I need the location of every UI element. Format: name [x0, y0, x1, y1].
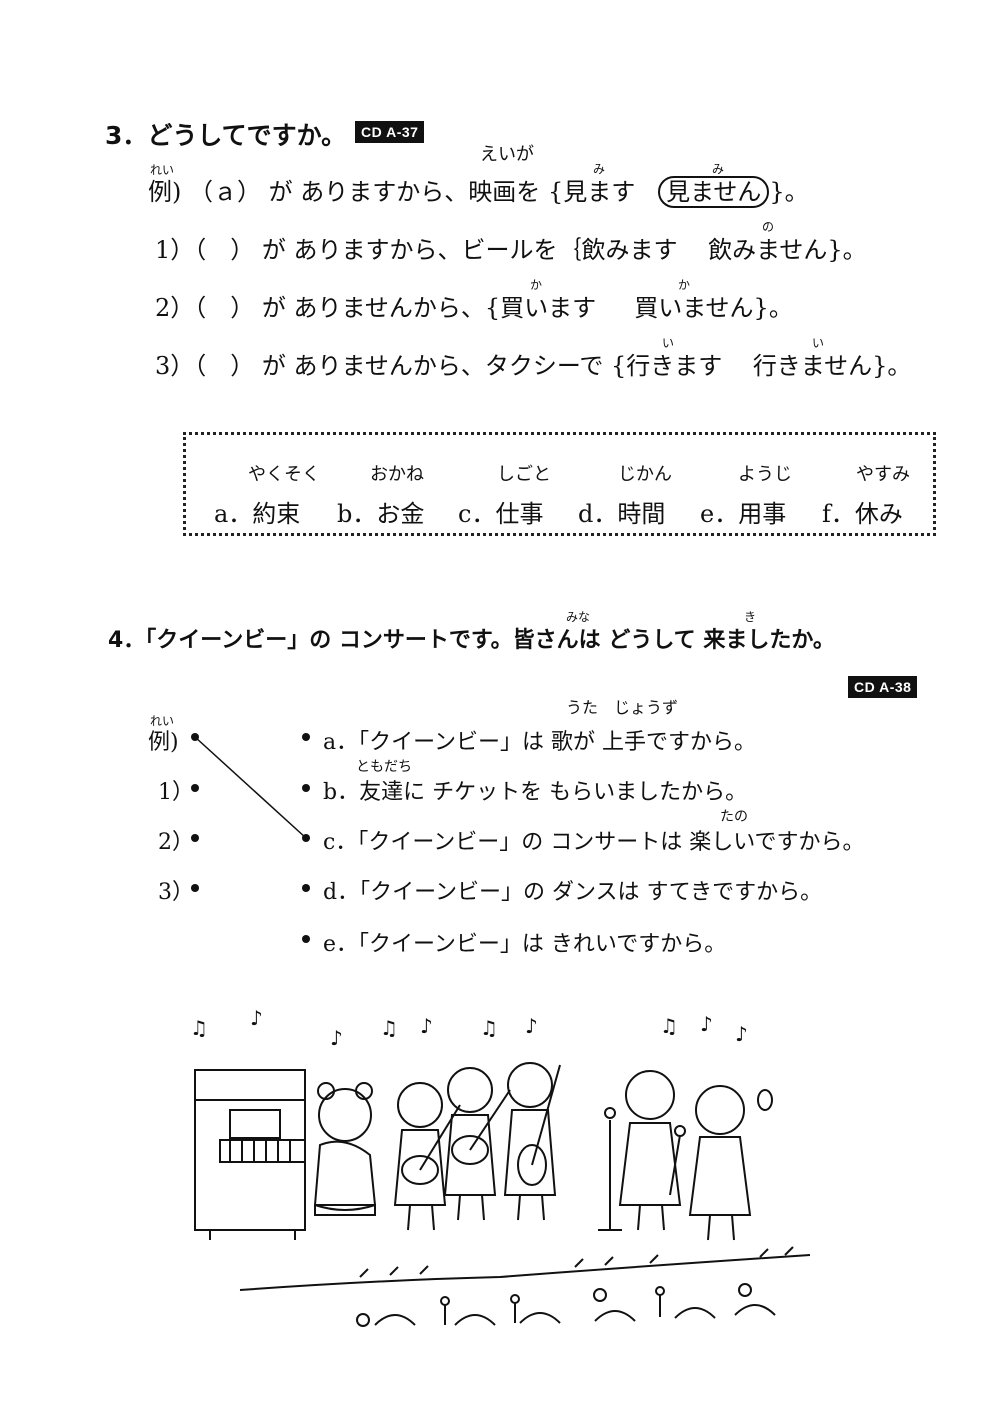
left-dot-3[interactable]	[191, 884, 199, 892]
q4-title: 4．「クイーンビー」の コンサートです。皆さんは どうして 来ましたか。	[108, 628, 835, 653]
q3-item3-reading2: い	[812, 336, 825, 350]
q3-item3-opt2: 行きません}。	[752, 352, 912, 380]
piano-icon	[194, 1069, 306, 1240]
q3-item2-reading1: か	[530, 278, 543, 292]
stage-edge-icon	[239, 1246, 811, 1291]
q3-item3-reading1: い	[662, 336, 675, 350]
singer-2-icon	[669, 1085, 773, 1241]
q3-example-blank: （ａ）	[189, 178, 262, 206]
q4-b-reading: ともだち	[356, 759, 412, 775]
q3-cd-badge: CD A-37	[355, 121, 425, 143]
q3-item1-reading: の	[762, 220, 775, 234]
q3-choices-box	[183, 432, 936, 536]
right-dot-c[interactable]	[302, 834, 310, 842]
svg-text:♪: ♪	[700, 1012, 713, 1036]
q3-example-label-reading: れい	[150, 163, 175, 177]
svg-text:♫: ♫	[380, 1016, 398, 1040]
choice-d: d．時間	[578, 500, 666, 528]
concert-illustration: ♫ ♪ ♪ ♫ ♪ ♫ ♪ ♫ ♪ ♪	[190, 1006, 811, 1327]
q3-item2: 2）（ ） が ありませんから、{買います 買いません}。	[155, 288, 793, 323]
q3-example-end: }。	[769, 178, 809, 206]
choice-a-reading: やくそく	[248, 464, 320, 485]
q3-example-opt1-reading: み	[593, 162, 606, 176]
svg-text:♪: ♪	[735, 1022, 748, 1046]
svg-text:♪: ♪	[420, 1014, 433, 1038]
left-dot-1[interactable]	[191, 784, 199, 792]
q3-example-noun: 映画を	[468, 178, 541, 206]
guitar-player-2-icon	[443, 1067, 511, 1221]
q4-right-c: c．「クイーンビー」の コンサートは 楽しいですから。	[323, 830, 865, 855]
q4-right-d: d．「クイーンビー」の ダンスは すてきですから。	[323, 880, 823, 905]
music-notes-icon: ♫ ♪ ♪ ♫ ♪ ♫ ♪ ♫ ♪ ♪	[190, 1006, 748, 1050]
choice-f: f．休み	[822, 500, 903, 528]
q4-left-example: 例)	[148, 730, 179, 755]
svg-text:♫: ♫	[660, 1014, 678, 1038]
q4-c-reading: たの	[720, 809, 748, 825]
q4-right-a: a．「クイーンビー」は 歌が 上手ですから。	[323, 730, 757, 755]
q4-left-3: 3）	[158, 880, 194, 905]
q3-example-label: 例)	[148, 178, 182, 206]
q3-item1-opt2: 飲みません}。	[708, 236, 867, 264]
q3-item3-text: が ありませんから、タクシーで {行きます	[261, 352, 723, 380]
q4-cd-badge: CD A-38	[848, 676, 918, 698]
choice-b-reading: おかね	[370, 464, 424, 485]
q4-left-example-reading: れい	[150, 714, 175, 728]
q3-item1-num: 1）（ ）	[155, 236, 255, 264]
q4-right-e: e．「クイーンビー」は きれいですから。	[323, 932, 727, 957]
q3-item1-text: が ありますから、ビールを｛飲みます	[261, 236, 678, 264]
choice-c: c．仕事	[458, 500, 544, 528]
q4-right-b: b．友達に チケットを もらいましたから。	[323, 780, 748, 805]
q3-example-opt1: {見ます	[547, 178, 636, 206]
svg-text:♪: ♪	[525, 1014, 538, 1038]
guitar-player-3-icon	[503, 1062, 561, 1221]
q3-item2-reading2: か	[678, 278, 691, 292]
q4-mina-reading: みな	[566, 610, 591, 624]
right-dot-b[interactable]	[302, 784, 310, 792]
q4-left-2: 2）	[158, 830, 194, 855]
svg-text:♫: ♫	[190, 1016, 208, 1040]
q3-example-line: 例) （ａ） が ありますから、映画を {見ます 見ません}。	[148, 172, 809, 208]
guitar-player-1-icon	[393, 1082, 461, 1231]
pianist-icon	[313, 1082, 377, 1216]
q4-left-1: 1）	[158, 780, 194, 805]
choice-b: b．お金	[337, 500, 425, 528]
q3-example-opt2-reading: み	[712, 162, 725, 176]
q3-item3: 3）（ ） が ありませんから、タクシーで {行きます 行きません}。	[155, 346, 911, 381]
choice-c-reading: しごと	[497, 464, 551, 485]
audience-icon	[356, 1283, 776, 1327]
q3-item1: 1）（ ） が ありますから、ビールを｛飲みます 飲みません}。	[155, 230, 867, 265]
choice-f-reading: やすみ	[856, 464, 910, 485]
q4-ki-reading: き	[744, 610, 757, 624]
choice-e-reading: ようじ	[738, 464, 792, 485]
q3-example-noun-reading: えいが	[480, 144, 534, 165]
q3-item2-num: 2）（ ）	[155, 294, 255, 322]
choice-e: e．用事	[700, 500, 787, 528]
q3-example-opt2-circled: 見ません	[658, 176, 770, 208]
left-dot-example[interactable]	[191, 733, 199, 741]
right-dot-e[interactable]	[302, 935, 310, 943]
q3-item3-num: 3）（ ）	[155, 352, 255, 380]
svg-text:♫: ♫	[480, 1016, 498, 1040]
choice-d-reading: じかん	[618, 464, 672, 485]
singer-1-icon	[598, 1070, 682, 1231]
q3-item2-text: が ありませんから、{買います	[261, 294, 597, 322]
right-dot-d[interactable]	[302, 884, 310, 892]
q4-a-reading: うた じょうず	[566, 698, 679, 717]
svg-text:♪: ♪	[330, 1026, 343, 1050]
right-dot-a[interactable]	[302, 733, 310, 741]
svg-text:♪: ♪	[250, 1006, 263, 1030]
q3-example-pre: が ありますから、	[268, 178, 469, 206]
q3-title: 3．どうしてですか。	[105, 121, 347, 150]
choice-a: a．約束	[214, 500, 301, 528]
left-dot-2[interactable]	[191, 834, 199, 842]
q3-item2-opt2: 買いません}。	[634, 294, 793, 322]
